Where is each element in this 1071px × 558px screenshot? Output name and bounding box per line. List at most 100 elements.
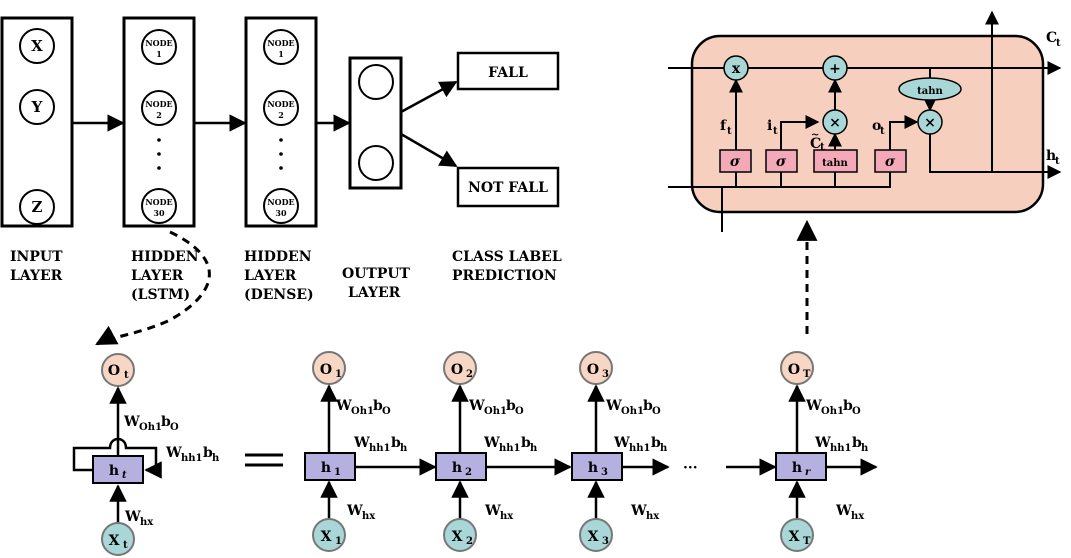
- svg-text:Oh1: Oh1: [351, 406, 374, 417]
- svg-text:b: b: [506, 398, 516, 414]
- input-riser: [780, 115, 820, 150]
- svg-text:1: 1: [156, 49, 162, 59]
- svg-text:W: W: [630, 503, 647, 519]
- svg-text:Oh1: Oh1: [621, 406, 644, 417]
- svg-text:W: W: [613, 435, 630, 451]
- prediction-label-1: CLASS LABEL: [452, 249, 562, 265]
- svg-text:t: t: [1055, 156, 1060, 167]
- svg-text:3: 3: [602, 536, 609, 547]
- svg-text:h: h: [588, 460, 598, 476]
- svg-text:hx: hx: [851, 511, 865, 522]
- stepT-hidden-node: h r: [775, 452, 827, 481]
- svg-text:W: W: [805, 398, 822, 414]
- svg-text:X: X: [789, 529, 800, 545]
- svg-text:W: W: [124, 509, 141, 525]
- svg-text:O: O: [451, 362, 463, 378]
- svg-text:b: b: [391, 435, 401, 451]
- step2-hidden-node: h 2: [435, 452, 487, 481]
- svg-text:Z: Z: [32, 198, 43, 216]
- svg-text:NODE: NODE: [267, 38, 294, 48]
- svg-text:b: b: [203, 445, 213, 461]
- not-fall-label: NOT FALL: [468, 180, 548, 196]
- candidate-gate: tahn: [813, 149, 858, 173]
- svg-text:hx: hx: [140, 517, 154, 528]
- svg-text:b: b: [373, 398, 383, 414]
- o-label: o t: [872, 118, 885, 137]
- step3-input-node: X 3: [579, 518, 613, 552]
- not-fall-box: [456, 166, 560, 208]
- svg-text:W: W: [484, 503, 501, 519]
- svg-text:t: t: [773, 126, 778, 137]
- svg-text:f: f: [720, 118, 727, 134]
- dense-node-2: NODE 2: [263, 90, 299, 126]
- hidden-input-line: [668, 172, 891, 188]
- svg-text:W: W: [123, 414, 140, 430]
- input-layer-label-2: LAYER: [10, 268, 63, 284]
- svg-text:t: t: [727, 126, 732, 137]
- equals-sign: [245, 453, 283, 467]
- svg-text:t: t: [880, 126, 885, 137]
- input-node-z: Z: [19, 189, 55, 225]
- svg-text:C: C: [810, 136, 821, 152]
- svg-text:h: h: [660, 443, 668, 454]
- svg-text:b: b: [643, 398, 653, 414]
- lstm-layer-label-2: LAYER: [131, 268, 184, 284]
- svg-text:3: 3: [602, 369, 609, 380]
- step1-input-node: X 1: [312, 518, 346, 552]
- lstm-node-dots: [157, 138, 161, 170]
- folded-input-node: X t: [101, 522, 135, 556]
- lstm-node-2: NODE 2: [141, 90, 177, 126]
- svg-text:2: 2: [466, 369, 473, 380]
- ht-label: h t: [1046, 148, 1060, 167]
- svg-text:hx: hx: [362, 511, 376, 522]
- plus-op: +: [822, 55, 848, 81]
- svg-text:hh1: hh1: [181, 453, 203, 464]
- svg-text:NODE: NODE: [145, 99, 172, 109]
- svg-text:O: O: [320, 362, 332, 378]
- fall-box: [456, 51, 560, 91]
- folded-whx-label: W hx: [124, 509, 154, 528]
- svg-text:O: O: [652, 406, 661, 417]
- svg-text:2: 2: [278, 110, 284, 120]
- i-label: i t: [767, 118, 778, 137]
- fall-label: FALL: [488, 65, 528, 81]
- svg-text:h: h: [321, 460, 331, 476]
- svg-text:W: W: [165, 445, 182, 461]
- svg-text:1: 1: [334, 467, 341, 478]
- step1-hidden-node: h 1: [304, 452, 356, 481]
- svg-text:3: 3: [601, 467, 608, 478]
- folded-whh-label: W hh1 b h: [165, 445, 220, 464]
- svg-text:hh1: hh1: [830, 443, 852, 454]
- svg-text:W: W: [335, 398, 352, 414]
- folded-woh-label: W Oh1 b O: [123, 414, 179, 433]
- svg-text:~: ~: [811, 130, 819, 141]
- svg-text:O: O: [587, 362, 599, 378]
- f-label: f t: [720, 118, 732, 137]
- input-layer-label-1: INPUT: [10, 249, 63, 265]
- svg-text:r: r: [805, 467, 811, 478]
- svg-text:h: h: [1046, 148, 1056, 164]
- arrow-output-fall: [400, 80, 458, 114]
- svg-text:W: W: [353, 435, 370, 451]
- svg-text:NODE: NODE: [267, 99, 294, 109]
- svg-text:t: t: [122, 470, 127, 481]
- step3-output-node: O 3: [579, 351, 613, 385]
- dense-node-1: NODE 1: [263, 29, 299, 65]
- svg-text:1: 1: [278, 49, 284, 59]
- svg-text:W: W: [468, 398, 485, 414]
- input-node-y: Y: [19, 89, 55, 125]
- output-layer-label-2: LAYER: [348, 285, 401, 301]
- dense-layer-label-2: LAYER: [244, 268, 297, 284]
- stepT-output-node: O T: [780, 351, 814, 385]
- svg-text:σ: σ: [730, 154, 741, 170]
- svg-text:NODE: NODE: [267, 197, 294, 207]
- svg-text:h: h: [452, 460, 462, 476]
- prediction-label-2: PREDICTION: [452, 268, 557, 284]
- svg-text:t: t: [820, 142, 825, 153]
